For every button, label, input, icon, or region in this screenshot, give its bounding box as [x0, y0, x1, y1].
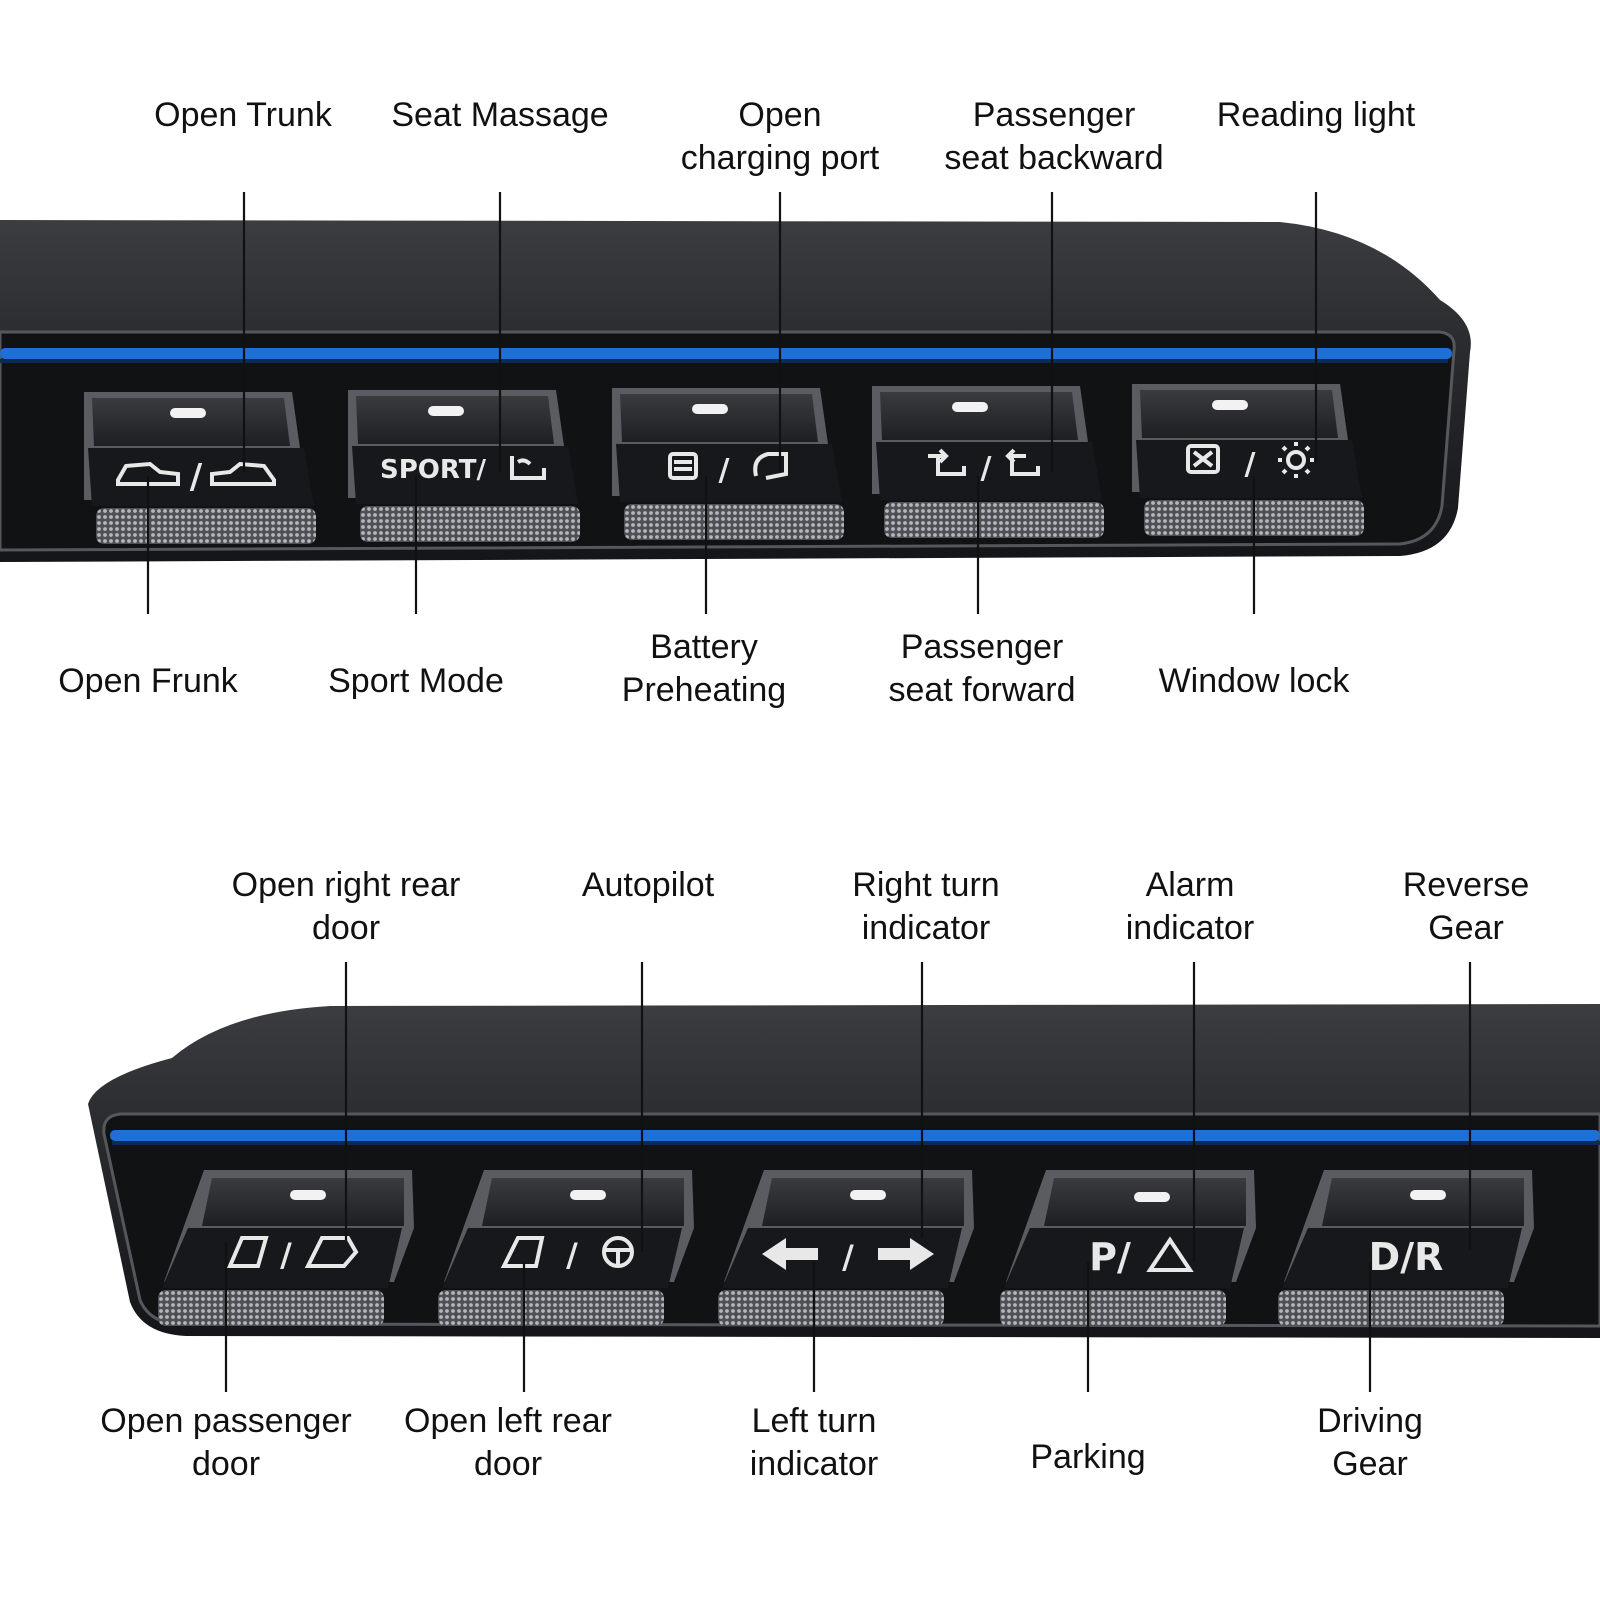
label-open-left-rear-door: Open left rear door	[404, 1400, 612, 1486]
bottom-key-3[interactable]: /	[718, 1170, 974, 1326]
label-seat-massage-line1: Seat Massage	[391, 96, 609, 134]
label-driving-gear-line2: Gear	[1332, 1445, 1408, 1483]
label-parking-line1: Parking	[1030, 1438, 1146, 1476]
label-alarm-indicator-line1: Alarm	[1145, 866, 1235, 904]
label-autopilot-line1: Autopilot	[581, 866, 715, 904]
door-steering-wheel-icon	[500, 1236, 634, 1268]
label-open-frunk: Open Frunk	[58, 660, 238, 703]
label-battery-preheating: Battery Preheating	[622, 626, 786, 712]
label-open-right-rear-door-line2: door	[311, 909, 381, 947]
label-sport-mode: Sport Mode	[328, 660, 504, 703]
bottom-panel-accent-strip	[110, 1130, 1600, 1141]
label-window-lock: Window lock	[1159, 660, 1350, 703]
label-open-trunk: Open Trunk	[154, 94, 332, 137]
label-passenger-seat-forward: Passenger seat forward	[888, 626, 1075, 712]
label-left-turn-indicator-line2: indicator	[749, 1445, 879, 1483]
top-key-4-text: /	[981, 451, 992, 486]
label-alarm-indicator-line2: indicator	[1125, 909, 1255, 947]
label-passenger-seat-backward-line2: seat backward	[944, 139, 1164, 177]
parking-alarm-icon	[1146, 1236, 1194, 1272]
top-key-2-text: SPORT/	[380, 455, 486, 485]
top-key-3[interactable]: /	[612, 388, 844, 540]
label-reverse-gear-line1: Reverse	[1402, 866, 1530, 904]
top-key-1-text: /	[190, 457, 203, 497]
bottom-key-4[interactable]: P/	[1000, 1170, 1256, 1326]
label-passenger-seat-forward-line1: Passenger	[900, 628, 1064, 666]
label-autopilot: Autopilot	[582, 864, 714, 907]
label-window-lock-line1: Window lock	[1158, 662, 1350, 700]
bottom-key-5-text: D/R	[1369, 1235, 1444, 1279]
bottom-key-2[interactable]: /	[438, 1170, 694, 1326]
label-right-turn-indicator-line2: indicator	[861, 909, 991, 947]
bottom-key-2-text: /	[566, 1236, 578, 1274]
bottom-leader-lines	[224, 962, 1472, 1392]
label-left-turn-indicator-line1: Left turn	[751, 1402, 877, 1440]
sport-massage-icon	[510, 456, 546, 480]
label-right-turn-indicator-line1: Right turn	[852, 866, 1000, 904]
label-open-right-rear-door: Open right rear door	[232, 864, 461, 950]
label-passenger-seat-backward: Passenger seat backward	[944, 94, 1163, 180]
label-open-passenger-door: Open passenger door	[100, 1400, 351, 1486]
label-open-trunk-line1: Open Trunk	[154, 96, 332, 134]
battery-charge-port-icon	[668, 452, 788, 480]
top-switch-panel: / SPORT/ /	[0, 192, 1471, 614]
label-parking: Parking	[1030, 1436, 1145, 1479]
label-seat-massage: Seat Massage	[391, 94, 608, 137]
label-battery-preheating-line1: Battery	[650, 628, 758, 666]
label-open-passenger-door-line1: Open passenger	[100, 1402, 352, 1440]
bottom-key-3-text: /	[842, 1238, 854, 1276]
top-key-2[interactable]: SPORT/	[348, 390, 580, 542]
top-key-5[interactable]: /	[1132, 384, 1364, 536]
top-key-1[interactable]: /	[84, 392, 316, 544]
label-reading-light-line1: Reading light	[1216, 96, 1416, 134]
label-passenger-seat-backward-line1: Passenger	[972, 96, 1136, 134]
label-battery-preheating-line2: Preheating	[621, 671, 787, 709]
seat-forward-backward-icon	[928, 448, 1040, 476]
label-reverse-gear-line2: Gear	[1428, 909, 1504, 947]
top-key-5-text: /	[1245, 447, 1256, 482]
label-open-left-rear-door-line2: door	[473, 1445, 543, 1483]
label-open-passenger-door-line2: door	[191, 1445, 261, 1483]
label-open-charging-port-line2: charging port	[680, 139, 880, 177]
top-key-4[interactable]: /	[872, 386, 1104, 538]
label-driving-gear-line1: Driving	[1317, 1402, 1423, 1440]
label-reading-light: Reading light	[1217, 94, 1415, 137]
top-leader-lines	[146, 192, 1318, 614]
bottom-key-1[interactable]: /	[158, 1170, 414, 1326]
label-sport-mode-line1: Sport Mode	[328, 662, 504, 700]
window-lock-reading-light-icon	[1186, 442, 1314, 478]
label-left-turn-indicator: Left turn indicator	[750, 1400, 879, 1486]
label-driving-gear: Driving Gear	[1317, 1400, 1423, 1486]
bottom-key-1-text: /	[280, 1236, 292, 1274]
label-reverse-gear: Reverse Gear	[1403, 864, 1530, 950]
label-right-turn-indicator: Right turn indicator	[852, 864, 999, 950]
label-open-charging-port: Open charging port	[681, 94, 879, 180]
turn-arrows-icon	[762, 1238, 934, 1270]
bottom-key-5[interactable]: D/R	[1278, 1170, 1534, 1326]
frunk-trunk-car-icon	[116, 461, 276, 486]
label-open-frunk-line1: Open Frunk	[58, 662, 238, 700]
door-icons	[226, 1236, 359, 1268]
bottom-switch-panel: / / /	[88, 962, 1600, 1392]
label-open-right-rear-door-line1: Open right rear	[231, 866, 461, 904]
label-alarm-indicator: Alarm indicator	[1126, 864, 1255, 950]
label-open-left-rear-door-line1: Open left rear	[404, 1402, 612, 1440]
label-open-charging-port-line1: Open	[738, 96, 822, 134]
bottom-key-4-text: P/	[1089, 1235, 1131, 1279]
label-passenger-seat-forward-line2: seat forward	[888, 671, 1076, 709]
top-key-3-text: /	[719, 453, 730, 488]
top-panel-accent-strip	[0, 348, 1452, 359]
